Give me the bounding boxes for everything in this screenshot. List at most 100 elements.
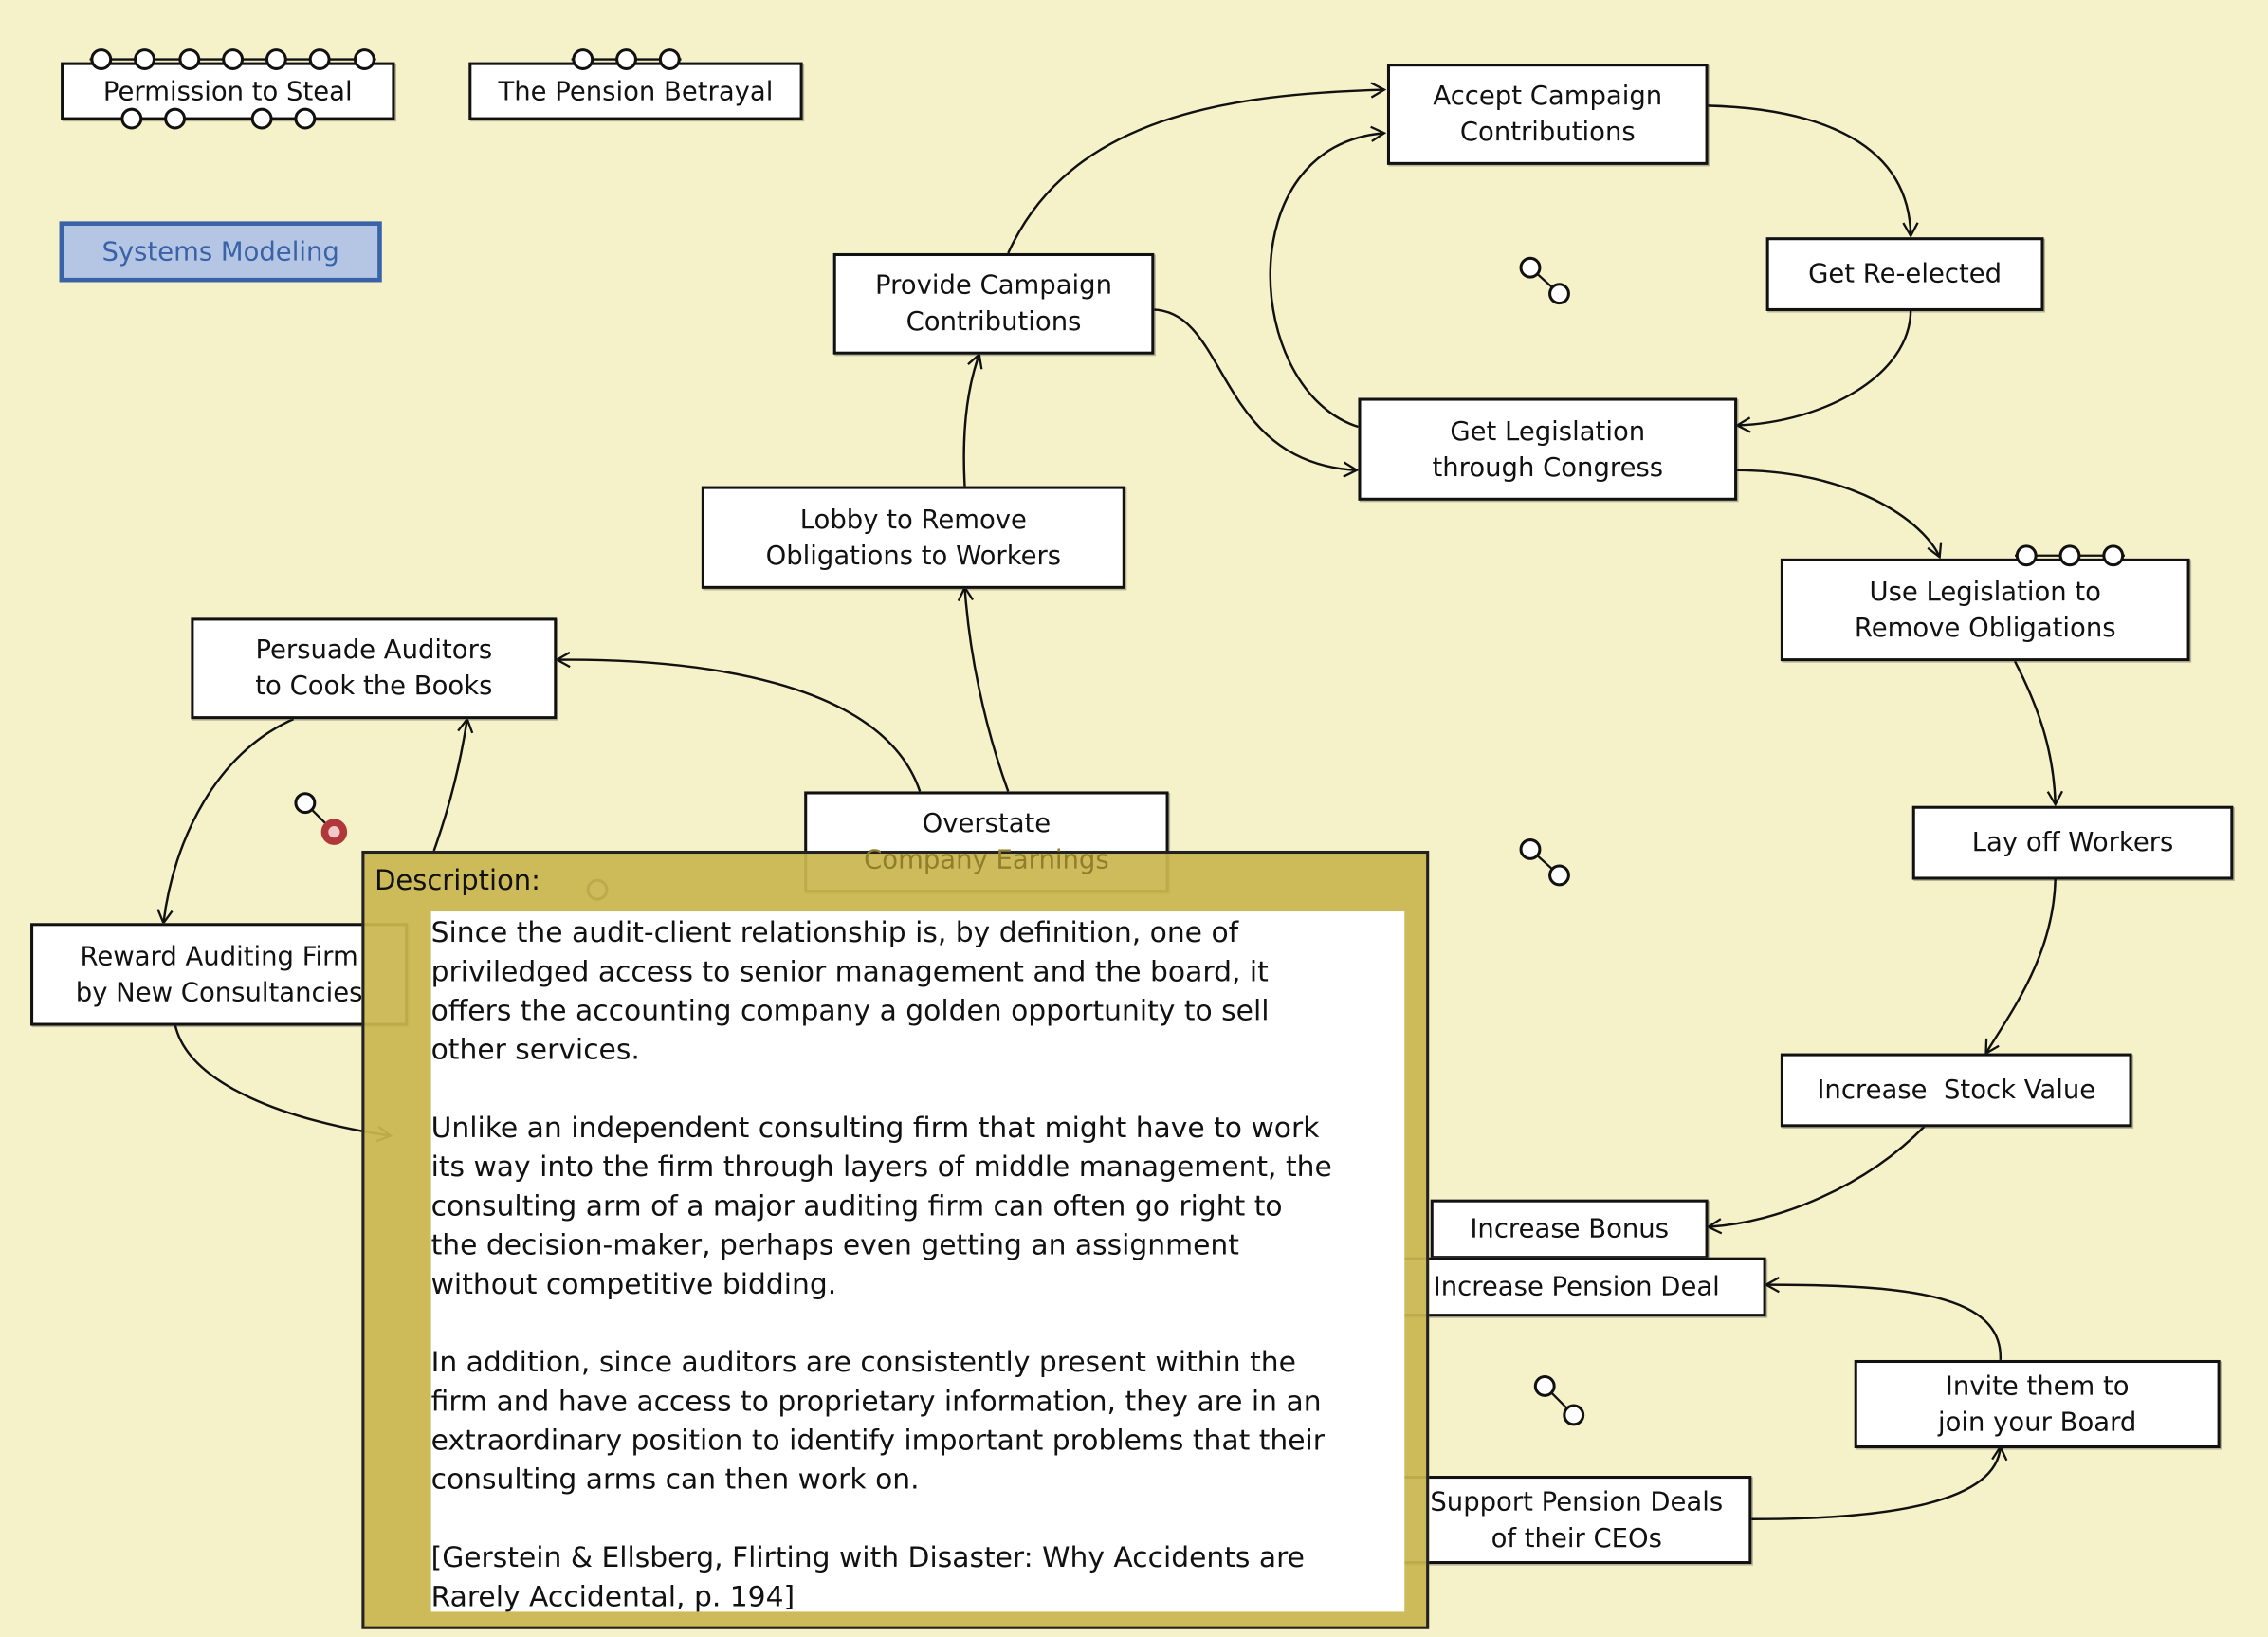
- link-handle-icon[interactable]: [1519, 256, 1542, 279]
- link-handle-icon[interactable]: [294, 792, 317, 815]
- link-provide-legislation: [1152, 308, 1360, 478]
- node-label: Provide Campaign: [875, 270, 1112, 302]
- link-reward-out: [174, 1023, 393, 1143]
- link-accept-reelected: [1707, 104, 1919, 239]
- header-pension-betrayal[interactable]: The Pension Betrayal: [468, 62, 803, 120]
- node-label: Increase Stock Value: [1817, 1075, 2096, 1106]
- node-label: Remove Obligations: [1854, 613, 2116, 644]
- node-label: Lobby to Remove: [799, 504, 1027, 535]
- description-paragraph: In addition, since auditors are consiste…: [431, 1343, 1405, 1499]
- text-line: In addition, since auditors are consiste…: [430, 1345, 1296, 1379]
- link-handle-active-icon[interactable]: [320, 818, 348, 845]
- text-line: its way into the firm through layers of …: [430, 1150, 1332, 1184]
- text-line: Since the audit-client relationship is, …: [430, 915, 1239, 949]
- node-label: Support Pension Deals: [1430, 1486, 1724, 1517]
- description-paragraph: Unlike an independent consulting firm th…: [431, 1109, 1405, 1304]
- link-persuade-reward: [156, 718, 295, 926]
- text-line: the decision-maker, perhaps even getting…: [430, 1228, 1239, 1262]
- text-line: priviledged access to senior management …: [430, 954, 1269, 988]
- description-paragraph: Since the audit-client relationship is, …: [431, 913, 1405, 1070]
- connector-dot[interactable]: [164, 107, 187, 130]
- node-label: Get Legislation: [1450, 415, 1646, 447]
- description-label: Description:: [375, 865, 540, 897]
- link-reelected-legislation: [1734, 309, 1912, 433]
- node-get-legislation[interactable]: Get Legislation through Congress: [1358, 397, 1738, 501]
- connector-dot[interactable]: [2102, 544, 2125, 567]
- node-increase-stock[interactable]: Increase Stock Value: [1780, 1053, 2132, 1128]
- node-label: Contributions: [905, 306, 1082, 338]
- link-use-layoff: [2013, 660, 2063, 807]
- text-line: consulting arms can then work on.: [430, 1462, 920, 1497]
- link-stock-bonus: [1706, 1124, 1927, 1235]
- connector-dot[interactable]: [658, 48, 681, 70]
- connector-dot[interactable]: [120, 107, 143, 130]
- header-permission-to-steal[interactable]: Permission to Steal: [61, 62, 395, 120]
- node-label: Accept Campaign: [1433, 81, 1663, 112]
- node-increase-pension-deal[interactable]: Increase Pension Deal: [1372, 1257, 1766, 1317]
- text-line: consulting arm of a major auditing firm …: [430, 1188, 1283, 1223]
- node-increase-bonus[interactable]: Increase Bonus: [1430, 1199, 1709, 1260]
- node-use-legislation[interactable]: Use Legislation to Remove Obligations: [1780, 558, 2190, 662]
- node-label: Increase Pension Deal: [1433, 1271, 1720, 1302]
- node-get-reelected[interactable]: Get Re-elected: [1765, 237, 2044, 311]
- header-label: The Pension Betrayal: [498, 76, 774, 107]
- connector-dot[interactable]: [265, 48, 287, 70]
- description-citation: [Gerstein & Ellsberg, Flirting with Disa…: [431, 1538, 1405, 1612]
- connector-dot[interactable]: [572, 48, 594, 70]
- link-reward-persuade: [432, 716, 474, 852]
- node-label: through Congress: [1432, 451, 1664, 483]
- text-line: other services.: [430, 1033, 640, 1067]
- link-legislation-accept: [1269, 125, 1387, 429]
- link-lobby-provide: [962, 352, 983, 487]
- connector-dot[interactable]: [353, 48, 375, 70]
- text-line: offers the accounting company a golden o…: [430, 994, 1270, 1028]
- text-line: without competitive bidding.: [430, 1267, 837, 1301]
- link-handle-icon[interactable]: [1548, 864, 1570, 887]
- systems-modeling-button[interactable]: Systems Modeling: [59, 221, 382, 283]
- connector-dot[interactable]: [2058, 544, 2081, 567]
- node-invite-board[interactable]: Invite them to join your Board: [1854, 1359, 2221, 1449]
- node-label: Contributions: [1459, 117, 1636, 148]
- node-label: Obligations to Workers: [765, 540, 1062, 571]
- connector-dot[interactable]: [222, 48, 245, 70]
- connector-dot[interactable]: [294, 107, 317, 130]
- connector-dot[interactable]: [308, 48, 331, 70]
- text-line: [Gerstein & Ellsberg, Flirting with Disa…: [430, 1540, 1306, 1574]
- connector-dot[interactable]: [250, 107, 273, 130]
- header-label: Permission to Steal: [102, 76, 353, 107]
- connector-dot[interactable]: [134, 48, 155, 70]
- connector-dot[interactable]: [178, 48, 201, 70]
- link-handle-icon[interactable]: [1563, 1404, 1585, 1426]
- connector-dot[interactable]: [2015, 544, 2038, 567]
- description-text: Since the audit-client relationship is, …: [430, 911, 1405, 1612]
- node-label: join your Board: [1937, 1407, 2137, 1438]
- link-handle-icon[interactable]: [1533, 1374, 1556, 1397]
- link-layoff-stock: [1984, 877, 2057, 1056]
- node-lay-off-workers[interactable]: Lay off Workers: [1911, 805, 2234, 880]
- link-overstate-persuade: [554, 651, 922, 792]
- node-label: Company Earnings: [864, 844, 1109, 875]
- node-label: Persuade Auditors: [255, 635, 493, 666]
- link-handle-icon[interactable]: [1519, 838, 1542, 860]
- text-line: firm and have access to proprietary info…: [430, 1384, 1322, 1418]
- node-label: Reward Auditing Firm: [80, 941, 358, 972]
- link-invite-pension: [1764, 1277, 2002, 1361]
- node-label: Invite them to: [1945, 1370, 2130, 1402]
- connector-dot[interactable]: [90, 48, 113, 70]
- node-persuade-auditors[interactable]: Persuade Auditors to Cook the Books: [191, 617, 558, 720]
- text-line: Rarely Accidental, p. 194]: [430, 1579, 796, 1612]
- systems-modeling-label: Systems Modeling: [101, 236, 339, 267]
- node-label: Use Legislation to: [1869, 576, 2101, 607]
- node-label: Increase Bonus: [1470, 1213, 1669, 1244]
- connector-dot[interactable]: [615, 48, 637, 70]
- node-label: to Cook the Books: [255, 671, 493, 702]
- link-support-invite: [1751, 1444, 2008, 1520]
- link-handle-icon[interactable]: [1548, 283, 1570, 305]
- node-label: Overstate: [922, 808, 1052, 839]
